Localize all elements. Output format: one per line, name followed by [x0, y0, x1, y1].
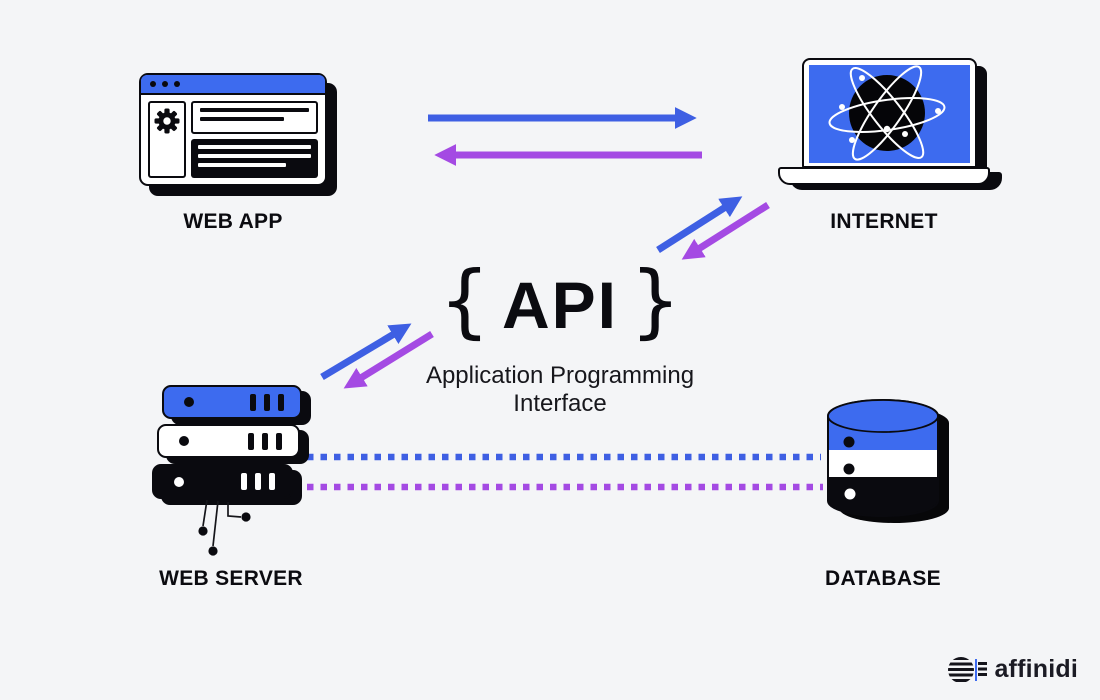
affinidi-logo-icon: [947, 656, 988, 683]
text-line: [200, 108, 309, 112]
striped-sphere-icon: [947, 656, 974, 683]
server-cables-icon: [198, 499, 251, 556]
database-cylinder-icon: [827, 399, 949, 523]
text-line: [198, 163, 287, 167]
browser-main-area: [191, 101, 318, 178]
content-panel-light: [191, 101, 318, 134]
api-center: { API } Application Programming Interfac…: [390, 254, 730, 418]
browser-content: [141, 95, 325, 184]
vent-slots-icon: [241, 473, 275, 490]
blue-bar-icon: [974, 658, 978, 681]
server-unit-bottom: [152, 464, 293, 499]
led-icon: [184, 397, 194, 407]
server-unit-middle: [157, 424, 300, 458]
laptop-base: [778, 167, 990, 185]
arrow-api-to-webserver: [343, 331, 434, 389]
vent-slots-icon: [248, 432, 282, 450]
window-dot-icon: [150, 81, 156, 87]
window-dot-icon: [162, 81, 168, 87]
api-subtitle-line1: Application Programming: [425, 362, 695, 389]
globe-icon: [828, 65, 946, 161]
arrow-webserver-to-api: [320, 323, 412, 381]
laptop-screen: [809, 65, 970, 163]
text-line: [198, 154, 311, 158]
api-title: { API }: [390, 254, 730, 348]
affinidi-logo: affinidi: [947, 655, 1078, 684]
api-subtitle: Application Programming Interface: [390, 362, 730, 418]
content-panel-dark: [191, 139, 318, 178]
window-dot-icon: [174, 81, 180, 87]
web-server-label: WEB SERVER: [159, 567, 303, 590]
left-brace: {: [439, 254, 490, 347]
striped-half-icon: [978, 661, 988, 678]
text-line: [198, 145, 311, 149]
led-icon: [179, 436, 189, 446]
api-subtitle-line2: Interface: [513, 390, 607, 417]
arrow-internet-to-api: [681, 202, 770, 260]
vent-slots-icon: [250, 393, 284, 411]
api-acronym: API: [501, 268, 619, 342]
text-line: [200, 117, 284, 121]
gear-icon: [154, 108, 180, 134]
browser-titlebar: [141, 75, 325, 95]
laptop-globe-icon: [802, 58, 977, 168]
browser-window-icon: [139, 73, 327, 186]
browser-sidebar: [148, 101, 186, 178]
led-icon: [174, 476, 184, 487]
database-label: DATABASE: [825, 567, 941, 590]
internet-label: INTERNET: [830, 210, 938, 233]
server-stack-icon: [152, 385, 322, 515]
affinidi-wordmark: affinidi: [994, 655, 1078, 683]
arrow-api-to-internet: [656, 196, 743, 253]
server-unit-top: [162, 385, 302, 419]
right-brace: }: [630, 254, 681, 347]
web-app-label: WEB APP: [183, 210, 283, 233]
